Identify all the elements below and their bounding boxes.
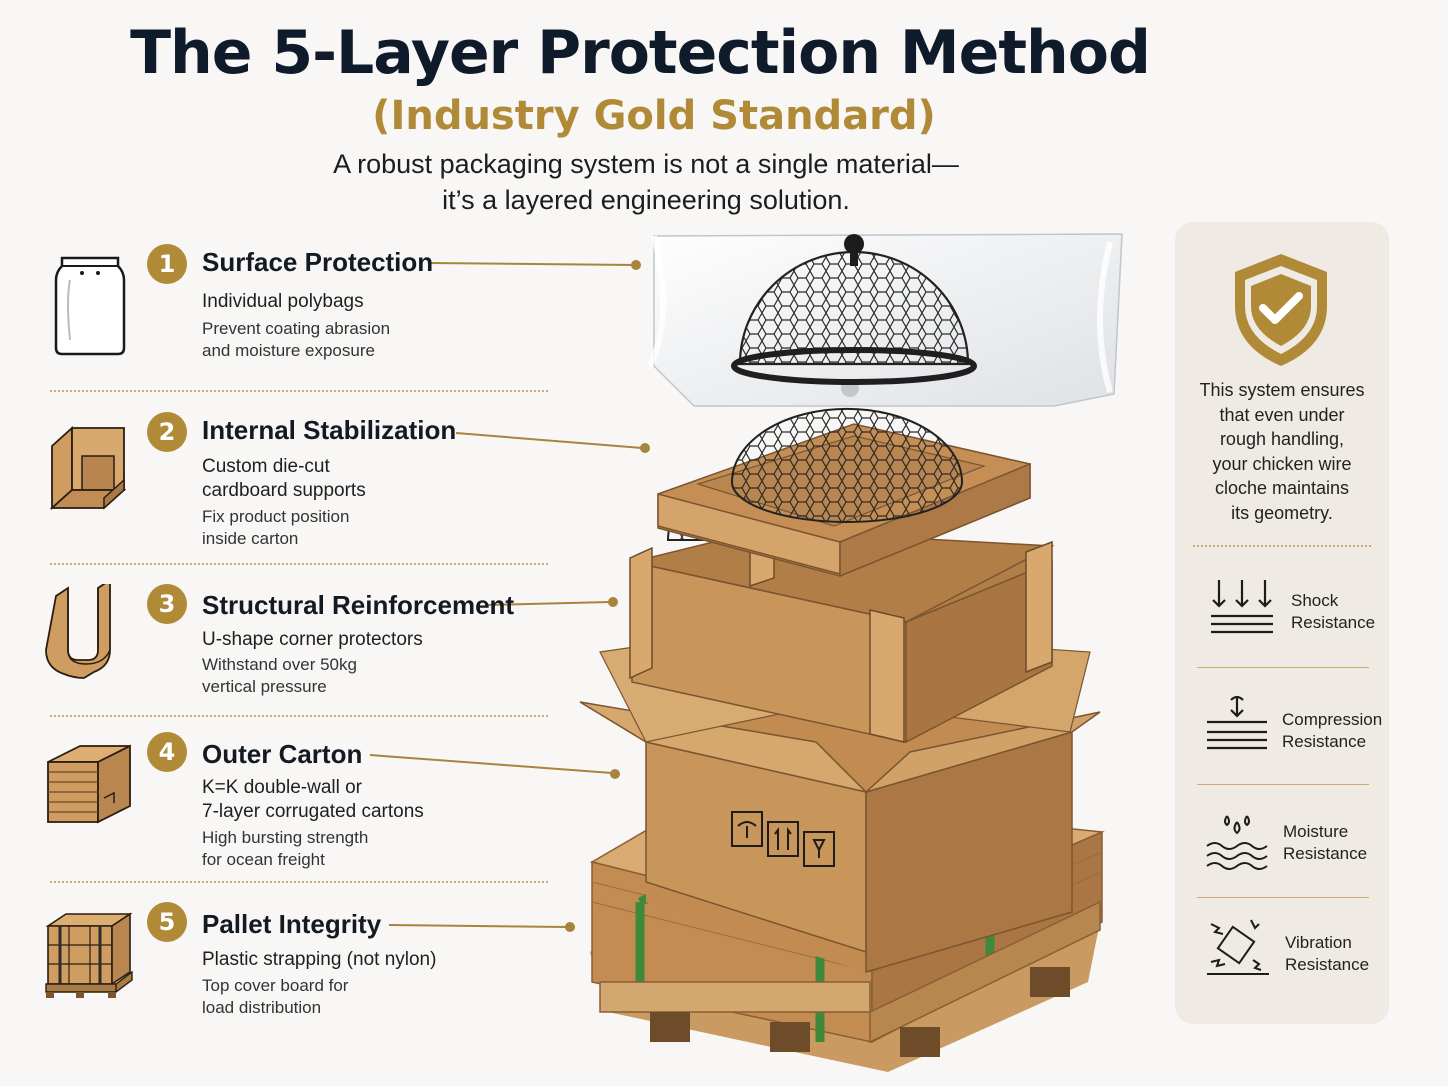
layer-number-badge: 3 [147, 584, 187, 624]
compression-icon [1207, 695, 1267, 750]
vibration-icon [1207, 919, 1269, 975]
layer-title: Pallet Integrity [202, 909, 382, 939]
layer-divider [50, 881, 548, 883]
feature-compression: Compression Resistance [1175, 690, 1389, 770]
feature-label: Compression Resistance [1282, 710, 1383, 751]
benefits-panel: This system ensures that even under roug… [1175, 222, 1389, 1024]
layer-title: Structural Reinforcement [202, 590, 515, 620]
layer-divider [50, 390, 548, 392]
handling-symbols [731, 811, 835, 867]
intro-text: A robust packaging system is not a singl… [333, 149, 959, 215]
layer-sub-text: Fix product position inside carton [202, 507, 350, 548]
layer-number-badge: 2 [147, 412, 187, 452]
panel-divider [1197, 784, 1369, 785]
feature-moisture: Moisture Resistance [1175, 806, 1389, 886]
pallet-icon [45, 912, 133, 998]
layer-main-text: Individual polybags [202, 291, 364, 312]
moisture-icon [1206, 815, 1268, 870]
u-corner-protector-icon [45, 584, 111, 679]
polybag-icon [54, 256, 126, 356]
shock-icon [1211, 580, 1273, 634]
polybag-cloche [647, 233, 1123, 407]
panel-description: This system ensures that even under roug… [1199, 380, 1365, 523]
layer-divider [50, 715, 548, 717]
layer-title: Outer Carton [202, 739, 363, 769]
feature-label: Moisture Resistance [1283, 822, 1368, 863]
page-title: The 5-Layer Protection Method [130, 18, 1151, 88]
packaging-stack-illustration [579, 233, 1123, 1072]
layer-title: Surface Protection [202, 247, 434, 277]
feature-label: Shock Resistance [1291, 591, 1376, 632]
layer-number-badge: 4 [147, 732, 187, 772]
corrugated-carton-icon [47, 744, 131, 824]
layer-sub-text: High bursting strength for ocean freight [202, 828, 369, 869]
panel-divider [1197, 667, 1369, 668]
layer-sub-text: Top cover board for load distribution [202, 976, 349, 1017]
layer-divider [50, 563, 548, 565]
layer-main-text: U-shape corner protectors [202, 629, 423, 650]
layer-sub-text: Prevent coating abrasion and moisture ex… [202, 319, 391, 360]
layer-title: Internal Stabilization [202, 415, 457, 445]
panel-divider [1197, 897, 1369, 898]
die-cut-insert [657, 379, 1031, 578]
feature-label: Vibration Resistance [1285, 933, 1370, 974]
feature-vibration: Vibration Resistance [1175, 916, 1389, 996]
panel-divider [1193, 545, 1371, 547]
layer-main-text: Plastic strapping (not nylon) [202, 949, 437, 970]
layer-sub-text: Withstand over 50kg vertical pressure [202, 655, 357, 696]
layer-main-text: Custom die-cut cardboard supports [202, 456, 366, 501]
shield-check-icon [1235, 254, 1327, 366]
feature-shock: Shock Resistance [1175, 572, 1389, 652]
page-subtitle: (Industry Gold Standard) [372, 93, 936, 139]
layer-number-badge: 1 [147, 244, 187, 284]
layer-number-badge: 5 [147, 902, 187, 942]
die-cut-support-icon [49, 425, 127, 511]
layer-main-text: K=K double-wall or 7-layer corrugated ca… [202, 777, 424, 822]
